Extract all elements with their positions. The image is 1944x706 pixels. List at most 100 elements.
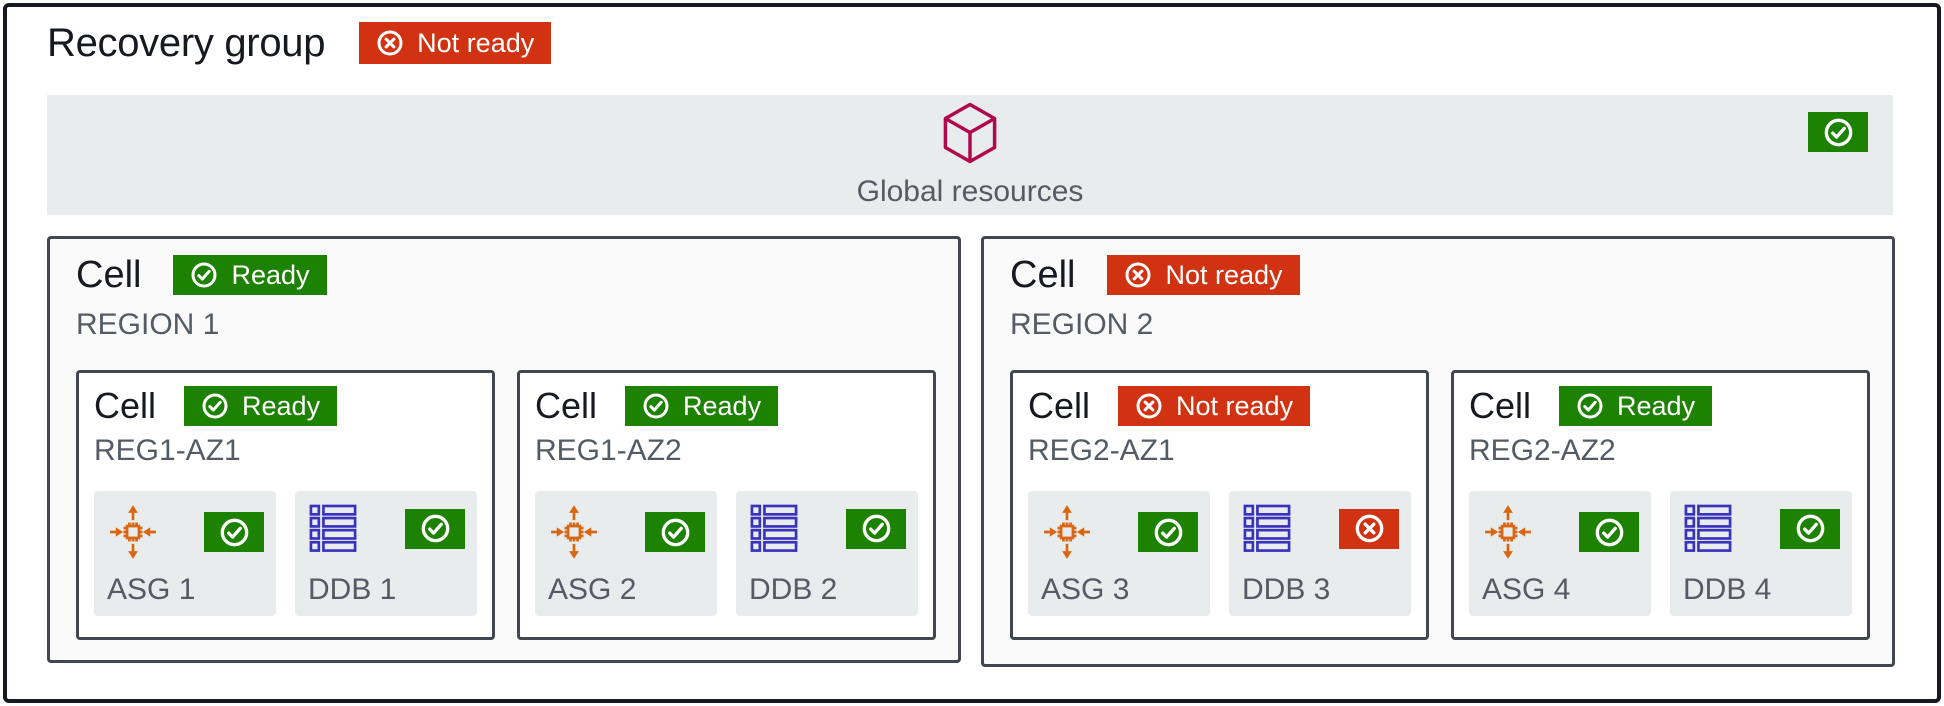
regions-row: Cell Ready REGION 1 Cell [47, 236, 1895, 667]
cell-status-badge: Ready [184, 386, 338, 426]
ddb-icon [1242, 502, 1292, 555]
resource-label: DDB 3 [1242, 573, 1331, 606]
region-header: Cell Not ready [1010, 253, 1870, 297]
ddb-icon [749, 502, 799, 555]
x-circle-icon [1135, 392, 1163, 420]
check-circle-icon [642, 392, 670, 420]
check-circle-icon [861, 513, 892, 544]
cell-header: Cell Ready [1469, 385, 1852, 427]
status-badge-label: Not ready [417, 27, 535, 58]
x-circle-icon [1354, 513, 1385, 544]
ddb-icon [308, 502, 358, 555]
cube-icon [943, 102, 997, 169]
status-badge-label: Not ready [1165, 259, 1283, 290]
global-resources-label: Global resources [856, 175, 1084, 208]
cell-reg2-az1: Cell Not ready REG2-AZ1 [1010, 370, 1429, 640]
az-cells-row: Cell Not ready REG2-AZ1 [1010, 370, 1870, 640]
region-cell-title: Cell [76, 254, 142, 296]
status-badge-label: Ready [683, 390, 762, 421]
resource-tile-asg: ASG 1 [94, 491, 276, 616]
resource-tile-top [1683, 502, 1840, 555]
cell-name: REG1-AZ2 [535, 434, 682, 467]
resource-tile-asg: ASG 4 [1469, 491, 1651, 616]
region-status-badge: Ready [173, 255, 327, 295]
region-name: REGION 1 [76, 308, 220, 341]
cell-reg1-az2: Cell Ready REG1-AZ2 [517, 370, 936, 640]
check-circle-icon [1576, 392, 1604, 420]
resource-tile-ddb: DDB 4 [1670, 491, 1852, 616]
resource-label: DDB 1 [308, 573, 397, 606]
resource-status-chip [1780, 508, 1840, 549]
cell-name: REG1-AZ1 [94, 434, 241, 467]
check-circle-icon [660, 517, 691, 548]
check-circle-icon [1795, 513, 1826, 544]
resource-tile-ddb: DDB 2 [736, 491, 918, 616]
az-cells-row: Cell Ready REG1-AZ1 [76, 370, 936, 640]
resource-tiles-row: ASG 4 DDB 4 [1469, 491, 1852, 616]
cell-reg1-az1: Cell Ready REG1-AZ1 [76, 370, 495, 640]
resource-label: ASG 3 [1041, 573, 1130, 606]
resource-tile-asg: ASG 3 [1028, 491, 1210, 616]
resource-label: ASG 2 [548, 573, 637, 606]
ddb-icon [1683, 502, 1733, 555]
status-badge-label: Ready [242, 390, 321, 421]
check-circle-icon [201, 392, 229, 420]
status-badge-label: Ready [1617, 390, 1696, 421]
check-circle-icon [1823, 117, 1854, 148]
cell-header: Cell Ready [535, 385, 918, 427]
resource-tile-top [1041, 502, 1198, 562]
asg-icon [1482, 502, 1534, 562]
resource-tile-ddb: DDB 1 [295, 491, 477, 616]
cell-header: Cell Not ready [1028, 385, 1411, 427]
resource-tile-top [107, 502, 264, 562]
recovery-group-status-badge: Not ready [359, 22, 552, 64]
x-circle-icon [376, 29, 404, 57]
region-cell-title: Cell [1010, 254, 1076, 296]
resource-tile-ddb: DDB 3 [1229, 491, 1411, 616]
cell-status-badge: Ready [625, 386, 779, 426]
check-circle-icon [190, 261, 218, 289]
resource-tile-top [1242, 502, 1399, 555]
global-resources-status-chip [1808, 112, 1868, 152]
check-circle-icon [1594, 517, 1625, 548]
cell-region-2: Cell Not ready REGION 2 Cell [981, 236, 1895, 667]
global-resources-banner: Global resources [47, 95, 1893, 215]
x-circle-icon [1124, 261, 1152, 289]
resource-label: ASG 1 [107, 573, 196, 606]
resource-tile-top [749, 502, 906, 555]
resource-tiles-row: ASG 3 DDB 3 [1028, 491, 1411, 616]
cell-region-1: Cell Ready REGION 1 Cell [47, 236, 961, 663]
resource-tile-top [1482, 502, 1639, 562]
status-badge-label: Ready [231, 259, 310, 290]
resource-label: DDB 2 [749, 573, 838, 606]
resource-status-chip [405, 508, 465, 549]
cell-title: Cell [535, 385, 598, 426]
resource-status-chip [846, 508, 906, 549]
resource-tiles-row: ASG 1 DDB 1 [94, 491, 477, 616]
panel-header: Recovery group Not ready [47, 21, 1893, 65]
check-circle-icon [1153, 517, 1184, 548]
status-badge-label: Not ready [1176, 390, 1294, 421]
cell-reg2-az2: Cell Ready REG2-AZ2 [1451, 370, 1870, 640]
cell-title: Cell [1028, 385, 1091, 426]
resource-label: ASG 4 [1482, 573, 1571, 606]
resource-status-chip [645, 512, 705, 552]
page-title: Recovery group [47, 21, 326, 65]
resource-tiles-row: ASG 2 DDB 2 [535, 491, 918, 616]
asg-icon [548, 502, 600, 562]
resource-status-chip [204, 512, 264, 552]
resource-tile-top [548, 502, 705, 562]
region-status-badge: Not ready [1107, 255, 1300, 295]
check-circle-icon [420, 513, 451, 544]
asg-icon [107, 502, 159, 562]
region-name: REGION 2 [1010, 308, 1154, 341]
cell-status-badge: Not ready [1118, 386, 1311, 426]
resource-label: DDB 4 [1683, 573, 1772, 606]
cell-header: Cell Ready [94, 385, 477, 427]
cell-status-badge: Ready [1559, 386, 1713, 426]
resource-tile-asg: ASG 2 [535, 491, 717, 616]
resource-status-chip [1339, 508, 1399, 549]
cell-title: Cell [94, 385, 157, 426]
cell-name: REG2-AZ1 [1028, 434, 1175, 467]
